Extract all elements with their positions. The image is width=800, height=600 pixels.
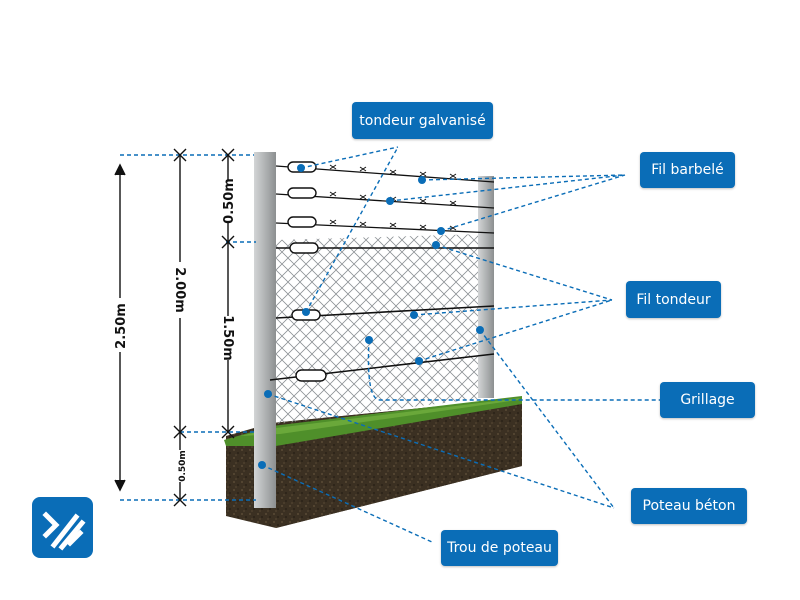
dim-label-total: 2.50m [114,303,129,349]
dim-label-barbed-section: 0.50m [222,178,237,224]
dim-label-above-ground: 2.00m [172,267,187,313]
dim-label-buried: 0.50m [178,450,188,482]
mesh-panel [276,234,484,424]
leader-dots [258,164,484,469]
concrete-post-left [254,152,276,508]
dim-label-mesh-section: 1.50m [220,315,235,361]
concrete-post-right [478,176,494,398]
callout-tensioner: tondeur galvanisé [352,102,493,139]
callout-concrete-post: Poteau béton [631,488,747,524]
leader-lines [120,146,660,543]
callout-mesh: Grillage [660,382,755,418]
dimension-lines [114,148,235,507]
callout-tension-wire: Fil tondeur [626,281,721,318]
callout-barbed-wire: Fil barbelé [640,152,735,188]
brand-logo-icon [32,497,93,558]
callout-post-hole: Trou de poteau [441,530,558,566]
